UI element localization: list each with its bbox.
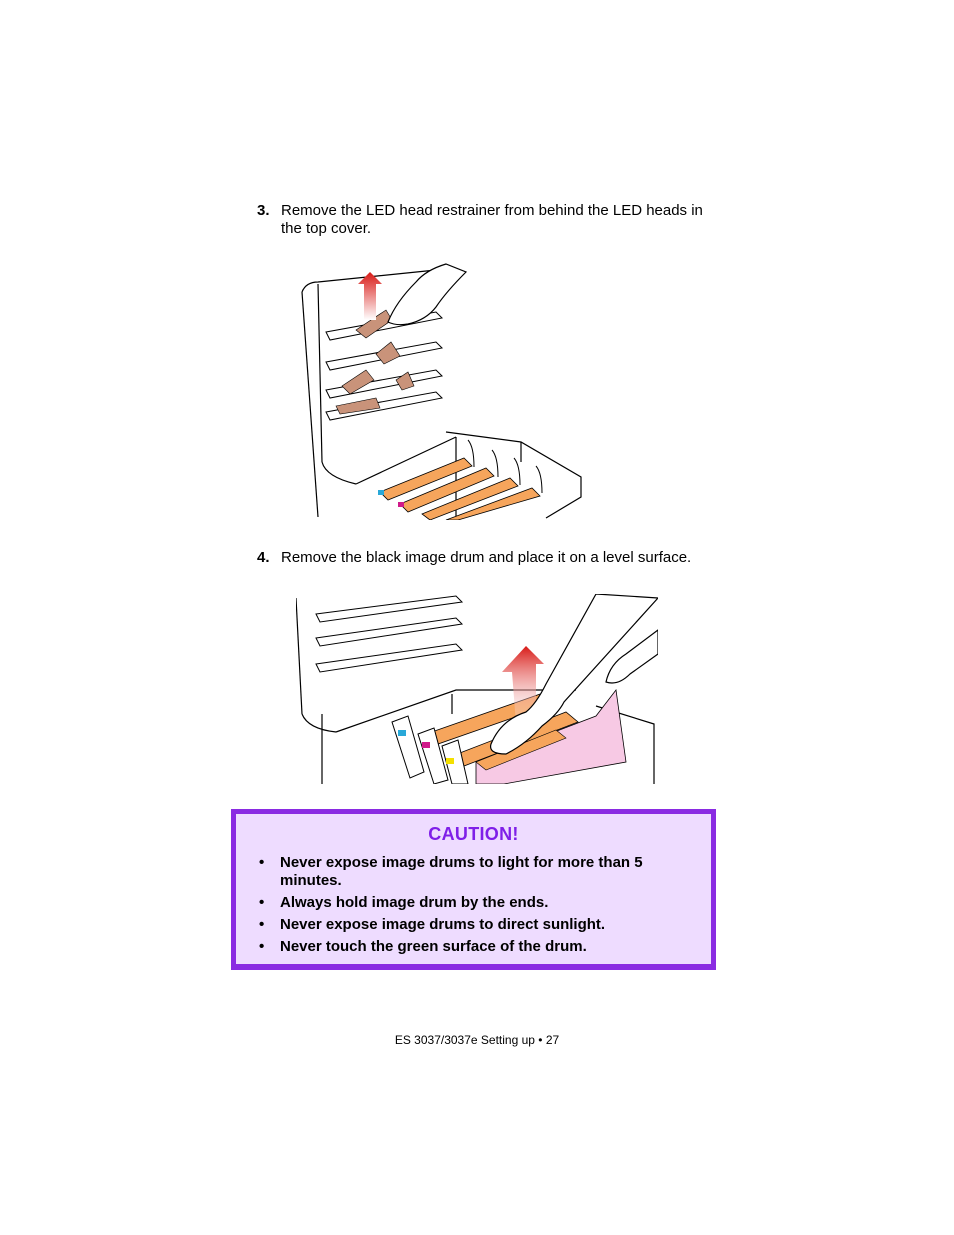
caution-item: • Never expose image drums to direct sunl… xyxy=(257,916,687,934)
step-text: Remove the LED head restrainer from behi… xyxy=(281,202,703,237)
caution-title: CAUTION! xyxy=(428,824,519,844)
bullet-icon: • xyxy=(259,938,265,955)
led-head-restrainer-illustration xyxy=(301,263,582,520)
caution-item-text: Always hold image drum by the ends. xyxy=(280,894,549,911)
step-number: 4. xyxy=(257,549,270,566)
caution-item: • Never touch the green surface of the dr… xyxy=(257,938,687,956)
caution-item-text: Never touch the green surface of the dru… xyxy=(280,938,587,955)
caution-item-text: Never expose image drums to light for mo… xyxy=(280,854,643,889)
step-text: Remove the black image drum and place it… xyxy=(281,549,692,566)
remove-black-drum-illustration xyxy=(296,594,658,784)
footer-text: ES 3037/3037e Setting up • 27 xyxy=(394,1033,560,1047)
caution-item: • Never expose image drums to light for m… xyxy=(257,854,687,890)
caution-item-text: Never expose image drums to direct sunli… xyxy=(280,916,606,933)
bullet-icon: • xyxy=(259,854,265,871)
page-footer: ES 3037/3037e Setting up • 27 xyxy=(0,1033,954,1047)
caution-box: CAUTION! • Never expose image drums to li… xyxy=(231,809,716,970)
bullet-icon: • xyxy=(259,894,265,911)
step-number: 3. xyxy=(257,202,270,219)
caution-item: • Always hold image drum by the ends. xyxy=(257,894,687,912)
caution-list: • Never expose image drums to light for m… xyxy=(257,854,687,960)
bullet-icon: • xyxy=(259,916,265,933)
